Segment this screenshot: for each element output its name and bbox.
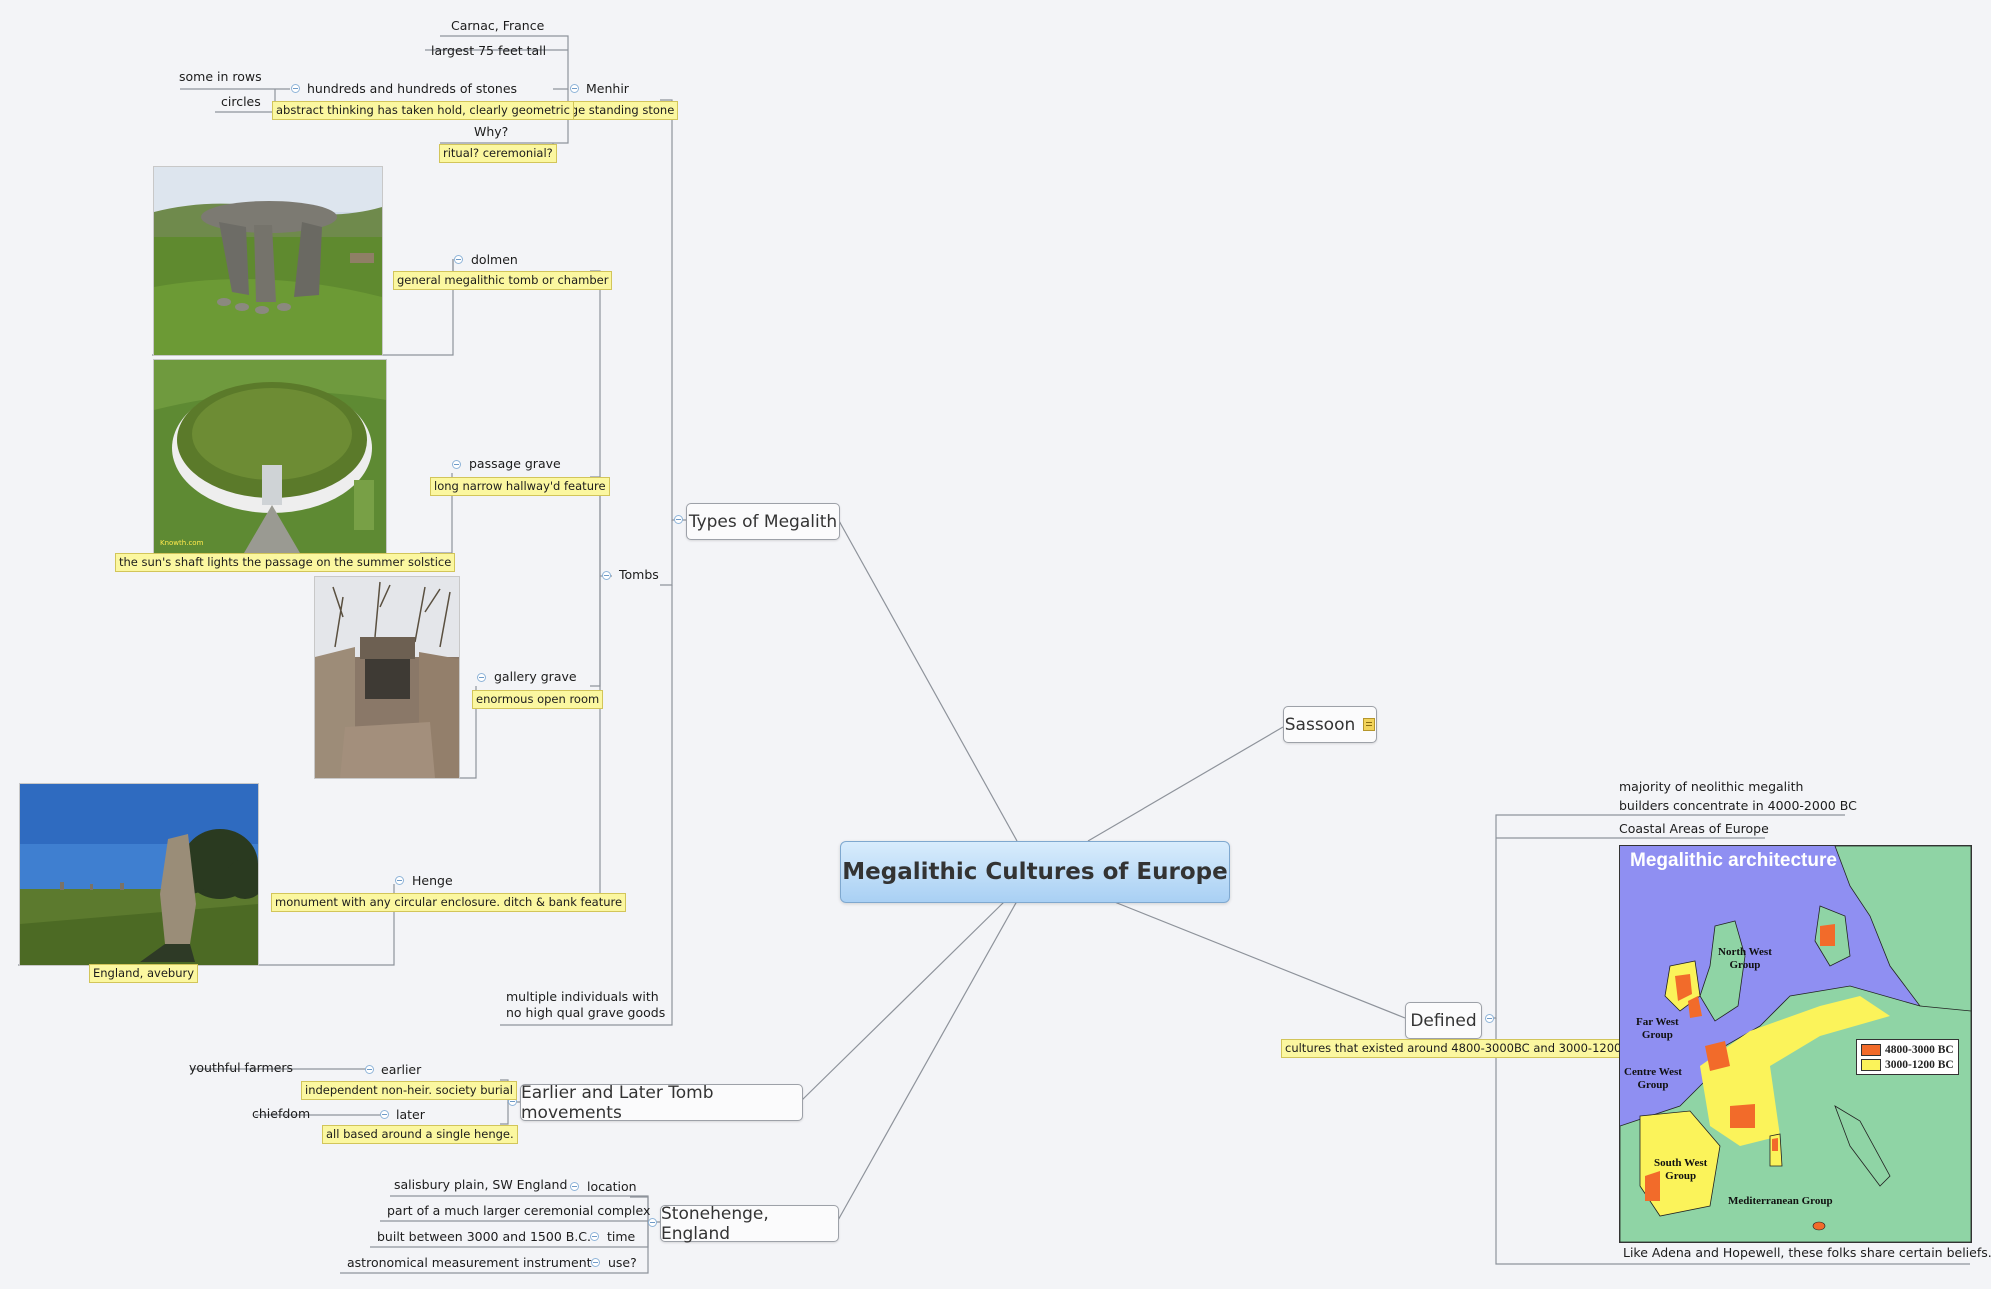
topic-why[interactable]: Why? [474, 124, 509, 139]
topic-label: Stonehenge, England [661, 1203, 769, 1244]
topic-gallery-grave[interactable]: gallery grave [494, 669, 577, 684]
map-label-north-west: North West Group [1718, 946, 1772, 971]
topic-stonehenge[interactable]: Stonehenge, England [660, 1203, 839, 1244]
topic-astronomical[interactable]: astronomical measurement instrument [347, 1255, 592, 1270]
central-topic-label: Megalithic Cultures of Europe [842, 859, 1228, 885]
topic-label: Types of Megalith [688, 511, 838, 532]
collapse-toggle-icon[interactable] [380, 1110, 389, 1119]
legend-swatch [1861, 1058, 1881, 1071]
topic-built-between[interactable]: built between 3000 and 1500 B.C. [377, 1229, 592, 1244]
legend-label: 4800-3000 BC [1885, 1043, 1954, 1056]
topic-time[interactable]: time [607, 1229, 636, 1244]
topic-majority[interactable]: majority of neolithic megalith builders … [1619, 779, 1857, 813]
topic-earlier-later[interactable]: Earlier and Later Tomb movements [520, 1082, 803, 1123]
map-label-mediterranean: Mediterranean Group [1728, 1195, 1833, 1207]
collapse-toggle-icon[interactable] [477, 673, 486, 682]
map-label-south-west: South West Group [1654, 1157, 1708, 1182]
note-passage-grave: long narrow hallway'd feature [430, 477, 610, 496]
topic-multiple-individuals[interactable]: multiple individuals with no high qual g… [506, 989, 666, 1020]
map-label-far-west: Far West Group [1636, 1016, 1679, 1041]
map-legend: 4800-3000 BC 3000-1200 BC [1856, 1039, 1959, 1075]
dolmen-image[interactable] [153, 166, 383, 356]
topic-types-of-megalith[interactable]: Types of Megalith [686, 503, 840, 540]
topic-label: Sassoon [1284, 714, 1356, 735]
note-gallery-grave: enormous open room [472, 690, 604, 709]
topic-youthful-farmers[interactable]: youthful farmers [189, 1060, 294, 1075]
collapse-toggle-icon[interactable] [395, 876, 404, 885]
note-icon[interactable] [1363, 718, 1376, 731]
legend-label: 3000-1200 BC [1885, 1058, 1954, 1071]
topic-location[interactable]: location [587, 1179, 637, 1194]
note-dolmen: general megalithic tomb or chamber [393, 271, 613, 290]
collapse-toggle-icon[interactable] [591, 1258, 600, 1267]
note-hundreds: abstract thinking has taken hold, clearl… [272, 101, 574, 120]
passage-grave-image[interactable]: Knowth.com [153, 359, 387, 554]
note-later: all based around a single henge. [322, 1125, 518, 1144]
note-why: ritual? ceremonial? [439, 144, 557, 163]
image-credit: Knowth.com [160, 539, 204, 547]
collapse-toggle-icon[interactable] [365, 1065, 374, 1074]
note-menhir: large standing stone [552, 101, 679, 120]
topic-label: Earlier and Later Tomb movements [521, 1082, 714, 1123]
topic-map-caption[interactable]: Like Adena and Hopewell, these folks sha… [1623, 1245, 1991, 1260]
legend-swatch [1861, 1043, 1881, 1056]
megalithic-map-image[interactable]: Megalithic architecture North West Group… [1619, 845, 1972, 1243]
collapse-toggle-icon[interactable] [570, 1182, 579, 1191]
topic-ceremonial-complex[interactable]: part of a much larger ceremonial complex [387, 1203, 651, 1218]
topic-henge[interactable]: Henge [412, 873, 453, 888]
henge-image[interactable] [19, 783, 259, 966]
map-title: Megalithic architecture [1630, 850, 1837, 871]
topic-label: Defined [1410, 1010, 1477, 1031]
central-topic[interactable]: Megalithic Cultures of Europe [840, 841, 1230, 903]
collapse-toggle-icon[interactable] [602, 571, 611, 580]
topic-defined[interactable]: Defined [1405, 1002, 1482, 1039]
collapse-toggle-icon[interactable] [648, 1218, 657, 1227]
topic-circles[interactable]: circles [221, 94, 261, 109]
topic-tombs[interactable]: Tombs [619, 567, 659, 582]
map-label-centre-west: Centre West Group [1624, 1066, 1682, 1091]
legend-item: 3000-1200 BC [1861, 1057, 1954, 1072]
topic-coastal[interactable]: Coastal Areas of Europe [1619, 821, 1769, 836]
topic-passage-grave[interactable]: passage grave [469, 456, 561, 471]
topic-some-in-rows[interactable]: some in rows [179, 69, 262, 84]
topic-carnac[interactable]: Carnac, France [451, 18, 545, 33]
collapse-toggle-icon[interactable] [570, 84, 579, 93]
note-defined: cultures that existed around 4800-3000BC… [1281, 1039, 1642, 1058]
note-earlier: independent non-heir. society burial [301, 1081, 517, 1100]
collapse-toggle-icon[interactable] [452, 460, 461, 469]
topic-salisbury[interactable]: salisbury plain, SW England [394, 1177, 568, 1192]
topic-dolmen[interactable]: dolmen [471, 252, 518, 267]
topic-hundreds[interactable]: hundreds and hundreds of stones [307, 81, 518, 96]
topic-sassoon[interactable]: Sassoon [1283, 706, 1377, 743]
legend-item: 4800-3000 BC [1861, 1042, 1954, 1057]
collapse-toggle-icon[interactable] [674, 515, 683, 524]
collapse-toggle-icon[interactable] [291, 84, 300, 93]
topic-chiefdom[interactable]: chiefdom [252, 1106, 311, 1121]
topic-menhir[interactable]: Menhir [586, 81, 629, 96]
note-henge: monument with any circular enclosure. di… [271, 893, 627, 912]
topic-earlier[interactable]: earlier [381, 1062, 422, 1077]
gallery-grave-image[interactable] [314, 576, 460, 779]
topic-use[interactable]: use? [608, 1255, 637, 1270]
note-henge-image: England, avebury [89, 964, 199, 983]
note-passage-image: the sun's shaft lights the passage on th… [115, 553, 456, 572]
collapse-toggle-icon[interactable] [1485, 1014, 1494, 1023]
topic-later[interactable]: later [396, 1107, 425, 1122]
collapse-toggle-icon[interactable] [454, 255, 463, 264]
collapse-toggle-icon[interactable] [590, 1232, 599, 1241]
topic-largest[interactable]: largest 75 feet tall [431, 43, 547, 58]
